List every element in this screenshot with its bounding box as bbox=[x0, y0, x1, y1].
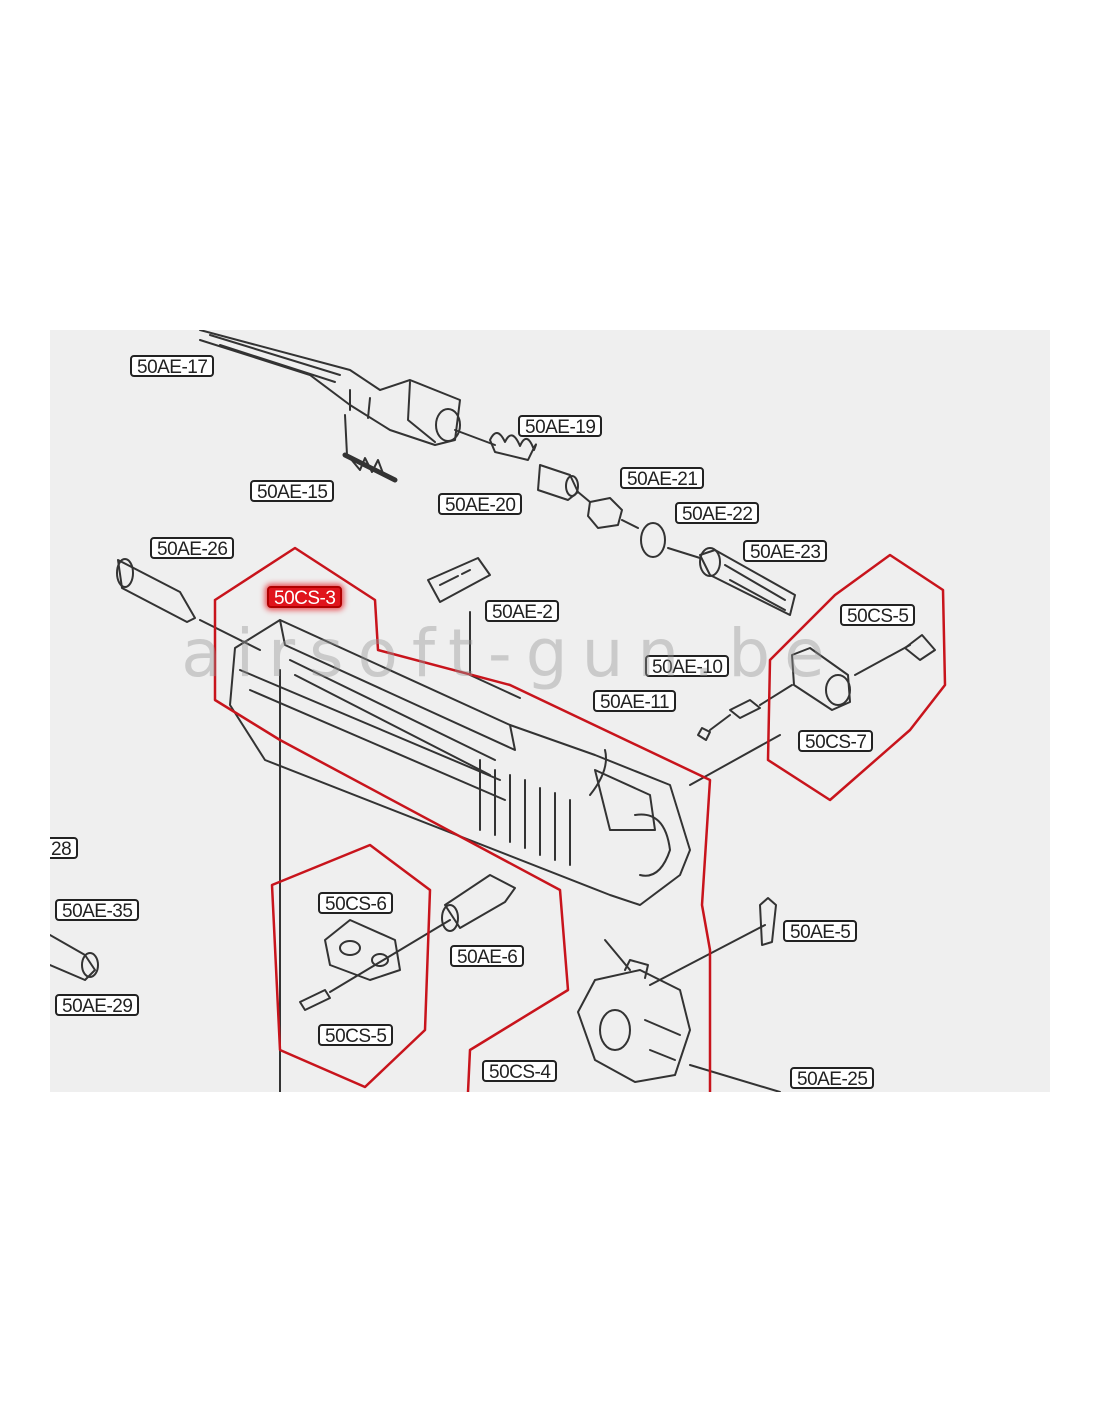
extractor-illustration bbox=[427, 557, 521, 699]
part-label-50ae-2[interactable]: 50AE-2 bbox=[485, 600, 560, 623]
part-label-28-partial[interactable]: 28 bbox=[50, 837, 79, 860]
recoil-guide-illustration bbox=[699, 547, 796, 616]
part-label-50ae-35[interactable]: 50AE-35 bbox=[55, 899, 140, 922]
nut-illustration bbox=[577, 491, 623, 529]
part-label-50cs-5-bottom[interactable]: 50CS-5 bbox=[318, 1024, 394, 1047]
part-label-50cs-3-highlighted[interactable]: 50CS-3 bbox=[267, 586, 343, 609]
part-label-50ae-17[interactable]: 50AE-17 bbox=[130, 355, 215, 378]
o-ring-illustration bbox=[621, 519, 701, 559]
rear-sight-illustration bbox=[697, 634, 936, 741]
barrel-assembly-illustration bbox=[199, 330, 461, 446]
pin-illustration bbox=[342, 414, 398, 483]
spring-illustration bbox=[454, 429, 537, 461]
part-label-50cs-5-top[interactable]: 50CS-5 bbox=[840, 604, 916, 627]
part-label-50ae-5[interactable]: 50AE-5 bbox=[783, 920, 858, 943]
breech-block-illustration bbox=[577, 939, 781, 1092]
part-label-50ae-20[interactable]: 50AE-20 bbox=[438, 493, 523, 516]
part-label-50cs-7[interactable]: 50CS-7 bbox=[798, 730, 874, 753]
diagram-drawing bbox=[50, 330, 947, 1092]
part-label-50ae-26[interactable]: 50AE-26 bbox=[150, 537, 235, 560]
part-label-50ae-21[interactable]: 50AE-21 bbox=[620, 467, 705, 490]
firing-pin-block-illustration bbox=[649, 897, 777, 986]
bushing-illustration bbox=[537, 464, 579, 501]
subassembly-outlines bbox=[213, 546, 947, 1092]
indicator-illustration bbox=[299, 874, 516, 1011]
part-label-50cs-4[interactable]: 50CS-4 bbox=[482, 1060, 558, 1083]
part-label-50ae-23[interactable]: 50AE-23 bbox=[743, 540, 828, 563]
slide-stop-illustration bbox=[116, 558, 261, 651]
part-label-50ae-15[interactable]: 50AE-15 bbox=[250, 480, 335, 503]
part-label-50ae-11[interactable]: 50AE-11 bbox=[593, 690, 677, 713]
part-label-50ae-6[interactable]: 50AE-6 bbox=[450, 945, 525, 968]
part-label-50ae-25[interactable]: 50AE-25 bbox=[790, 1067, 875, 1090]
part-label-50ae-10[interactable]: 50AE-10 bbox=[645, 655, 730, 678]
watermark-text: airsoft-gun.be bbox=[181, 615, 839, 692]
part-label-50ae-22[interactable]: 50AE-22 bbox=[675, 502, 760, 525]
part-label-50ae-19[interactable]: 50AE-19 bbox=[518, 415, 603, 438]
exploded-parts-diagram: 50AE-17 50AE-19 50AE-15 50AE-20 50AE-21 … bbox=[50, 330, 1050, 1092]
part-label-50cs-6[interactable]: 50CS-6 bbox=[318, 892, 394, 915]
part-label-50ae-29[interactable]: 50AE-29 bbox=[55, 994, 140, 1017]
left-edge-parts-illustration bbox=[50, 934, 99, 981]
